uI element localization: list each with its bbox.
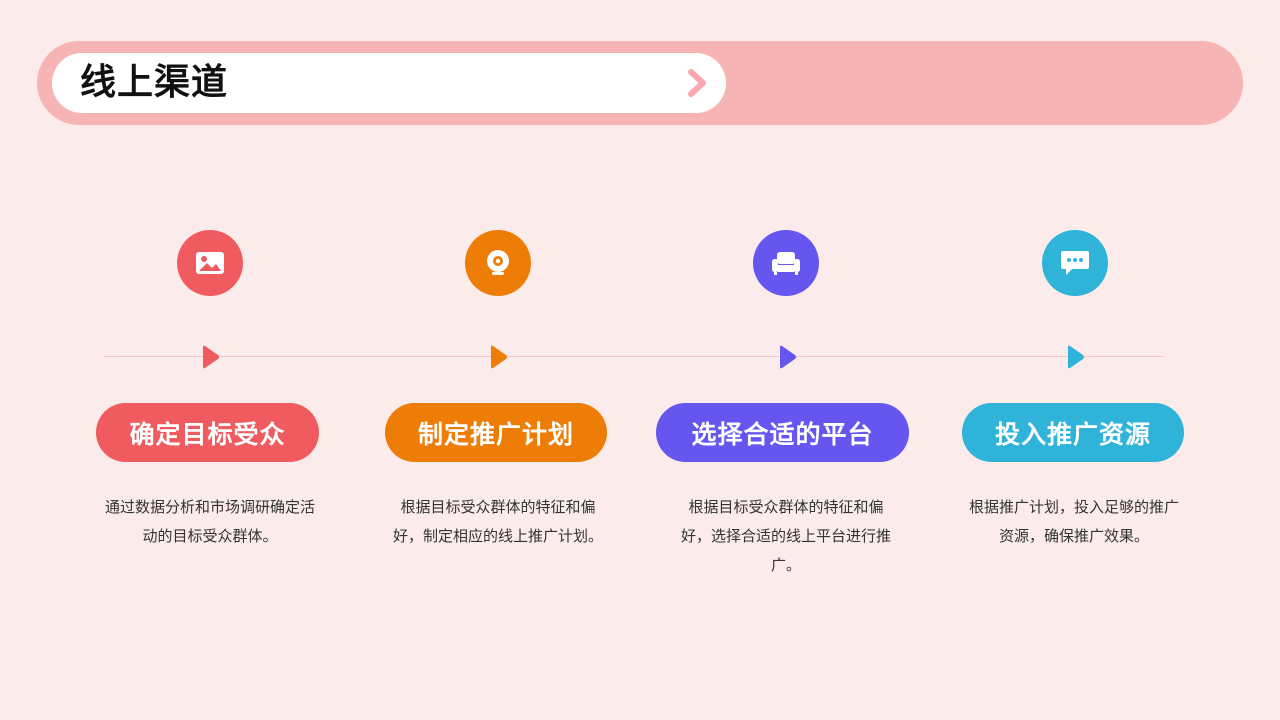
step-4-description: 根据推广计划，投入足够的推广资源，确保推广效果。 bbox=[969, 498, 1180, 545]
step-1-arrow-icon bbox=[203, 345, 219, 369]
step-4-icon-circle bbox=[1042, 230, 1108, 296]
step-3-icon-circle bbox=[753, 230, 819, 296]
step-2-icon-circle bbox=[465, 230, 531, 296]
step-3-arrow-icon bbox=[780, 345, 796, 369]
step-4-title: 投入推广资源 bbox=[962, 403, 1184, 462]
webcam-icon bbox=[487, 250, 509, 275]
step-2-title: 制定推广计划 bbox=[385, 403, 607, 462]
chat-icon bbox=[1061, 251, 1089, 275]
step-4-arrow-icon bbox=[1068, 345, 1084, 369]
page-title: 线上渠道 bbox=[80, 62, 229, 103]
step-1-title: 确定目标受众 bbox=[96, 403, 319, 462]
step-1-icon-circle bbox=[177, 230, 243, 296]
timeline-line bbox=[104, 356, 1164, 357]
chevron-right-icon bbox=[688, 69, 706, 97]
header-title-panel bbox=[52, 53, 726, 113]
step-2-description: 根据目标受众群体的特征和偏好，制定相应的线上推广计划。 bbox=[393, 498, 604, 545]
step-1-description: 通过数据分析和市场调研确定活动的目标受众群体。 bbox=[105, 498, 316, 545]
step-3-title: 选择合适的平台 bbox=[656, 403, 909, 462]
image-icon bbox=[196, 252, 224, 274]
step-2-arrow-icon bbox=[491, 345, 507, 369]
step-3-description: 根据目标受众群体的特征和偏好，选择合适的线上平台进行推广。 bbox=[681, 498, 892, 574]
sofa-icon bbox=[772, 252, 800, 275]
